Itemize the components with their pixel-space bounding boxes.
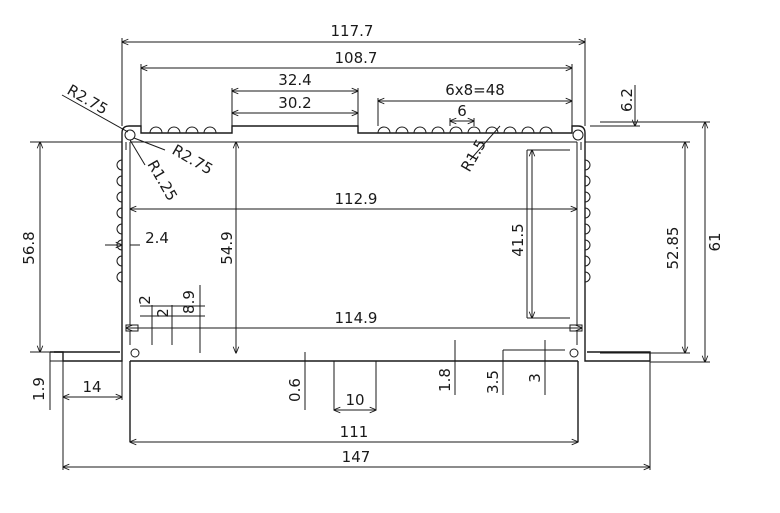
base-outline [50, 351, 123, 362]
dim-fillet-radius: R1.25 [144, 157, 182, 204]
dim-fin-pitch: 6 [457, 102, 467, 120]
dim-small-b: 2 [154, 308, 172, 318]
dim-corner-radius-outer: R2.75 [64, 81, 111, 119]
dim-bottom-width: 111 [340, 423, 369, 441]
dim-slot-outer-width: 32.4 [278, 71, 311, 89]
dim-slot-inner-width: 30.2 [278, 94, 311, 112]
dim-bottom-inner-width: 114.9 [335, 309, 378, 327]
dim-lip-height: 3.5 [484, 370, 502, 394]
dimension-lines [30, 38, 710, 470]
dim-base-thickness: 1.9 [30, 377, 48, 401]
dim-top-height: 6.2 [618, 88, 636, 112]
dim-small-a: 2 [136, 295, 154, 305]
top-fins [149, 126, 553, 134]
dim-overall-top-width: 117.7 [331, 22, 374, 40]
dim-inner-width: 112.9 [335, 190, 378, 208]
dimension-labels: 117.7 108.7 32.4 30.2 6x8=48 6 6.2 R2.75… [20, 22, 724, 466]
dim-fin-pitch-total: 6x8=48 [445, 81, 505, 99]
dim-inner-top-width: 108.7 [335, 49, 378, 67]
right-fins [584, 159, 591, 283]
dim-left-height: 56.8 [20, 231, 38, 264]
dim-rail-height: 8.9 [180, 290, 198, 314]
dim-flange-width: 14 [82, 378, 101, 396]
dim-right-height: 52.85 [664, 227, 682, 270]
dim-wall-thickness: 2.4 [145, 229, 169, 247]
dim-step-height: 1.8 [436, 368, 454, 392]
dim-groove-width: 10 [345, 391, 364, 409]
top-edge [121, 125, 586, 134]
dim-slot-height-right: 41.5 [509, 223, 527, 256]
dim-groove-depth: 0.6 [286, 378, 304, 402]
dim-total-height: 61 [706, 232, 724, 251]
left-fins [116, 159, 123, 283]
dim-corner-radius-inner: R2.75 [169, 141, 216, 179]
dim-inner-height-left: 54.9 [218, 231, 236, 264]
dim-lip-width: 3 [526, 373, 544, 383]
dim-flange-total-width: 147 [342, 448, 371, 466]
